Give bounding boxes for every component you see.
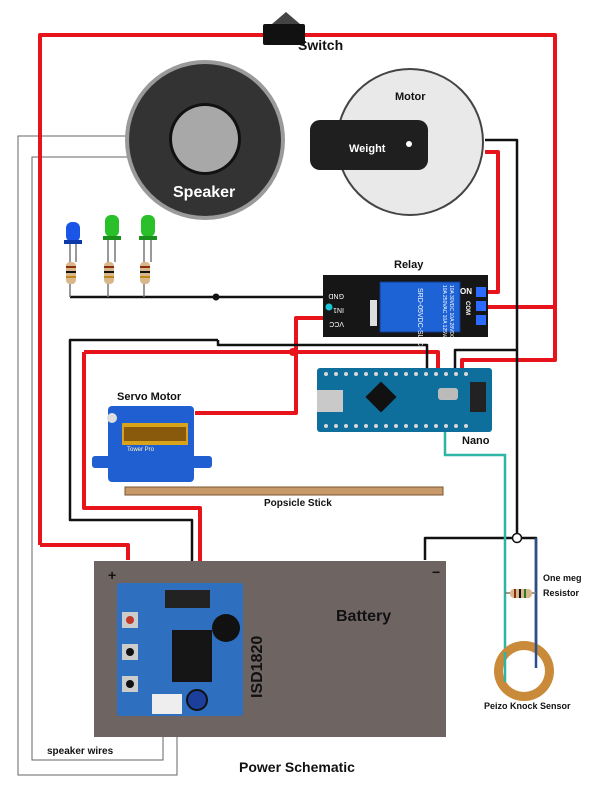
relay-chip-label: SRD-05VDC-SL-C (416, 288, 423, 346)
relay-on-pin: ON (460, 287, 472, 296)
relay-gnd-pin: GND (328, 292, 344, 299)
switch-icon (263, 12, 305, 45)
battery-minus-label: − (432, 564, 440, 580)
power-schematic-title: Power Schematic (239, 759, 355, 775)
power-wires (38, 33, 557, 585)
resistor-icon (505, 589, 536, 598)
speaker-label: Speaker (173, 184, 235, 201)
motor-icon (310, 68, 484, 216)
speaker-wires (17, 135, 178, 776)
relay-label: Relay (394, 259, 424, 271)
relay-com-pin: COM (464, 301, 470, 315)
relay-rating-2: 10A 30VDC 10A 28VDC (448, 285, 454, 339)
servo-brand-label: Tower Pro (127, 447, 155, 453)
relay-icon (323, 275, 488, 337)
led-resistors (66, 262, 150, 284)
battery-label: Battery (336, 608, 391, 625)
resistor-label: Resistor (543, 588, 580, 598)
battery-plus-label: + (108, 567, 116, 583)
isd1820-module-icon (117, 583, 243, 716)
nano-label: Nano (462, 435, 490, 447)
led-green-2 (139, 215, 157, 297)
popsicle-stick-icon (124, 486, 444, 496)
led-blue (64, 222, 82, 297)
arduino-nano-icon (317, 368, 492, 432)
weight-label: Weight (349, 143, 386, 155)
relay-vcc-pin: VCC (329, 320, 344, 327)
isd1820-label: ISD1820 (249, 636, 266, 698)
led-green-1 (103, 215, 121, 297)
relay-in1-pin: IN1 (333, 306, 344, 313)
signal-wire (443, 430, 507, 652)
one-meg-label: One meg (543, 573, 582, 583)
piezo-sensor-icon (494, 538, 554, 701)
servo-motor-label: Servo Motor (117, 391, 182, 403)
switch-label: Switch (298, 37, 343, 53)
wire-junction (511, 532, 523, 544)
speaker-wires-label: speaker wires (47, 746, 114, 757)
servo-icon (92, 406, 212, 482)
piezo-sensor-label: Peizo Knock Sensor (484, 701, 571, 711)
speaker-icon (125, 60, 285, 220)
popsicle-stick-label: Popsicle Stick (264, 498, 332, 509)
relay-rating-1: 10A 250VAC 10A 125VAC (441, 285, 447, 343)
motor-label: Motor (395, 91, 426, 103)
